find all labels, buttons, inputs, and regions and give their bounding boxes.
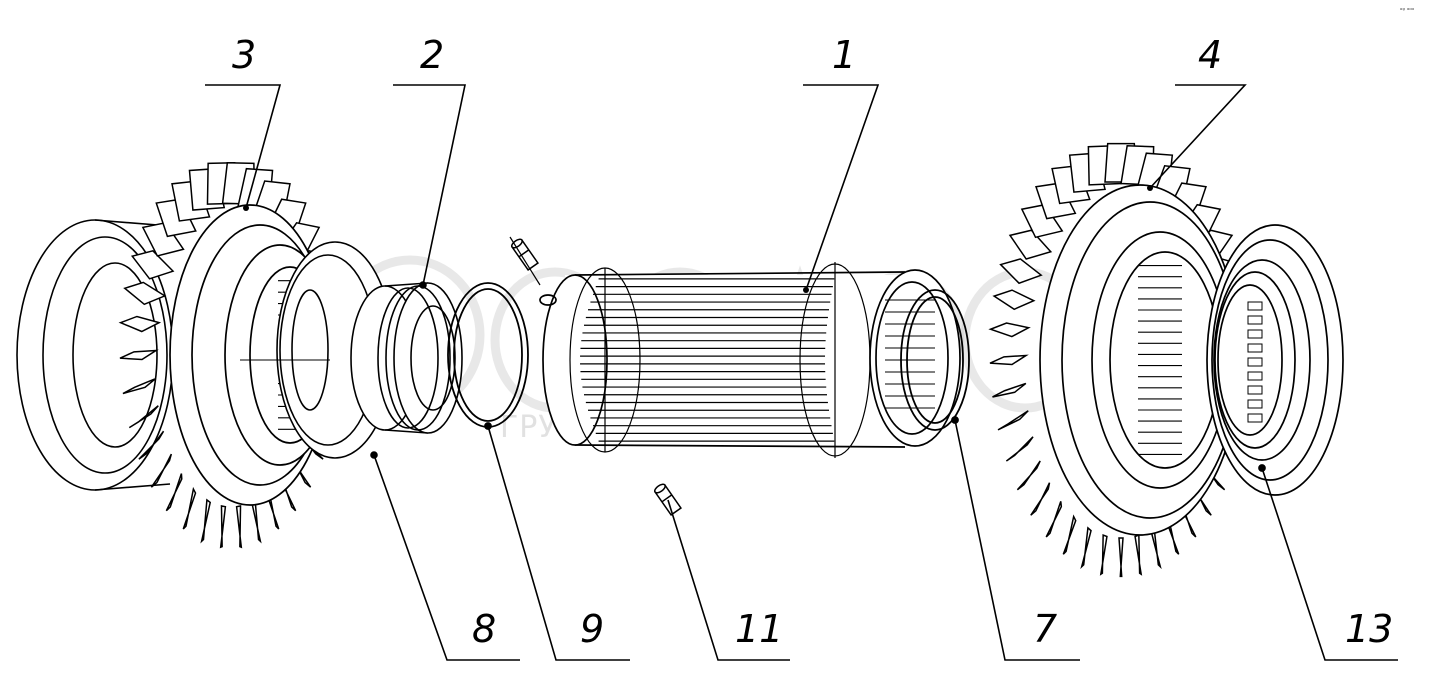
callout-labels: 3 2 1 4 8 9 11 7 13 (232, 33, 1393, 651)
bearing-13 (1207, 225, 1343, 495)
callout-3: 3 (232, 33, 256, 77)
callout-4: 4 (1198, 33, 1222, 77)
callout-7: 7 (1033, 607, 1057, 651)
splined-shaft-1 (540, 262, 960, 458)
callout-9: 9 (580, 607, 604, 651)
right-gear-4 (990, 144, 1252, 577)
leader-lines (205, 84, 1398, 661)
callout-1: 1 (832, 33, 856, 77)
sleeve-2 (351, 282, 462, 433)
callout-11: 11 (735, 607, 783, 651)
callout-8: 8 (472, 607, 496, 651)
ring-7 (901, 290, 969, 430)
callout-2: 2 (420, 33, 444, 77)
callout-13: 13 (1345, 607, 1393, 651)
corner-mark: ᵒᵍ ᵅᵅᵅ (1400, 7, 1415, 14)
